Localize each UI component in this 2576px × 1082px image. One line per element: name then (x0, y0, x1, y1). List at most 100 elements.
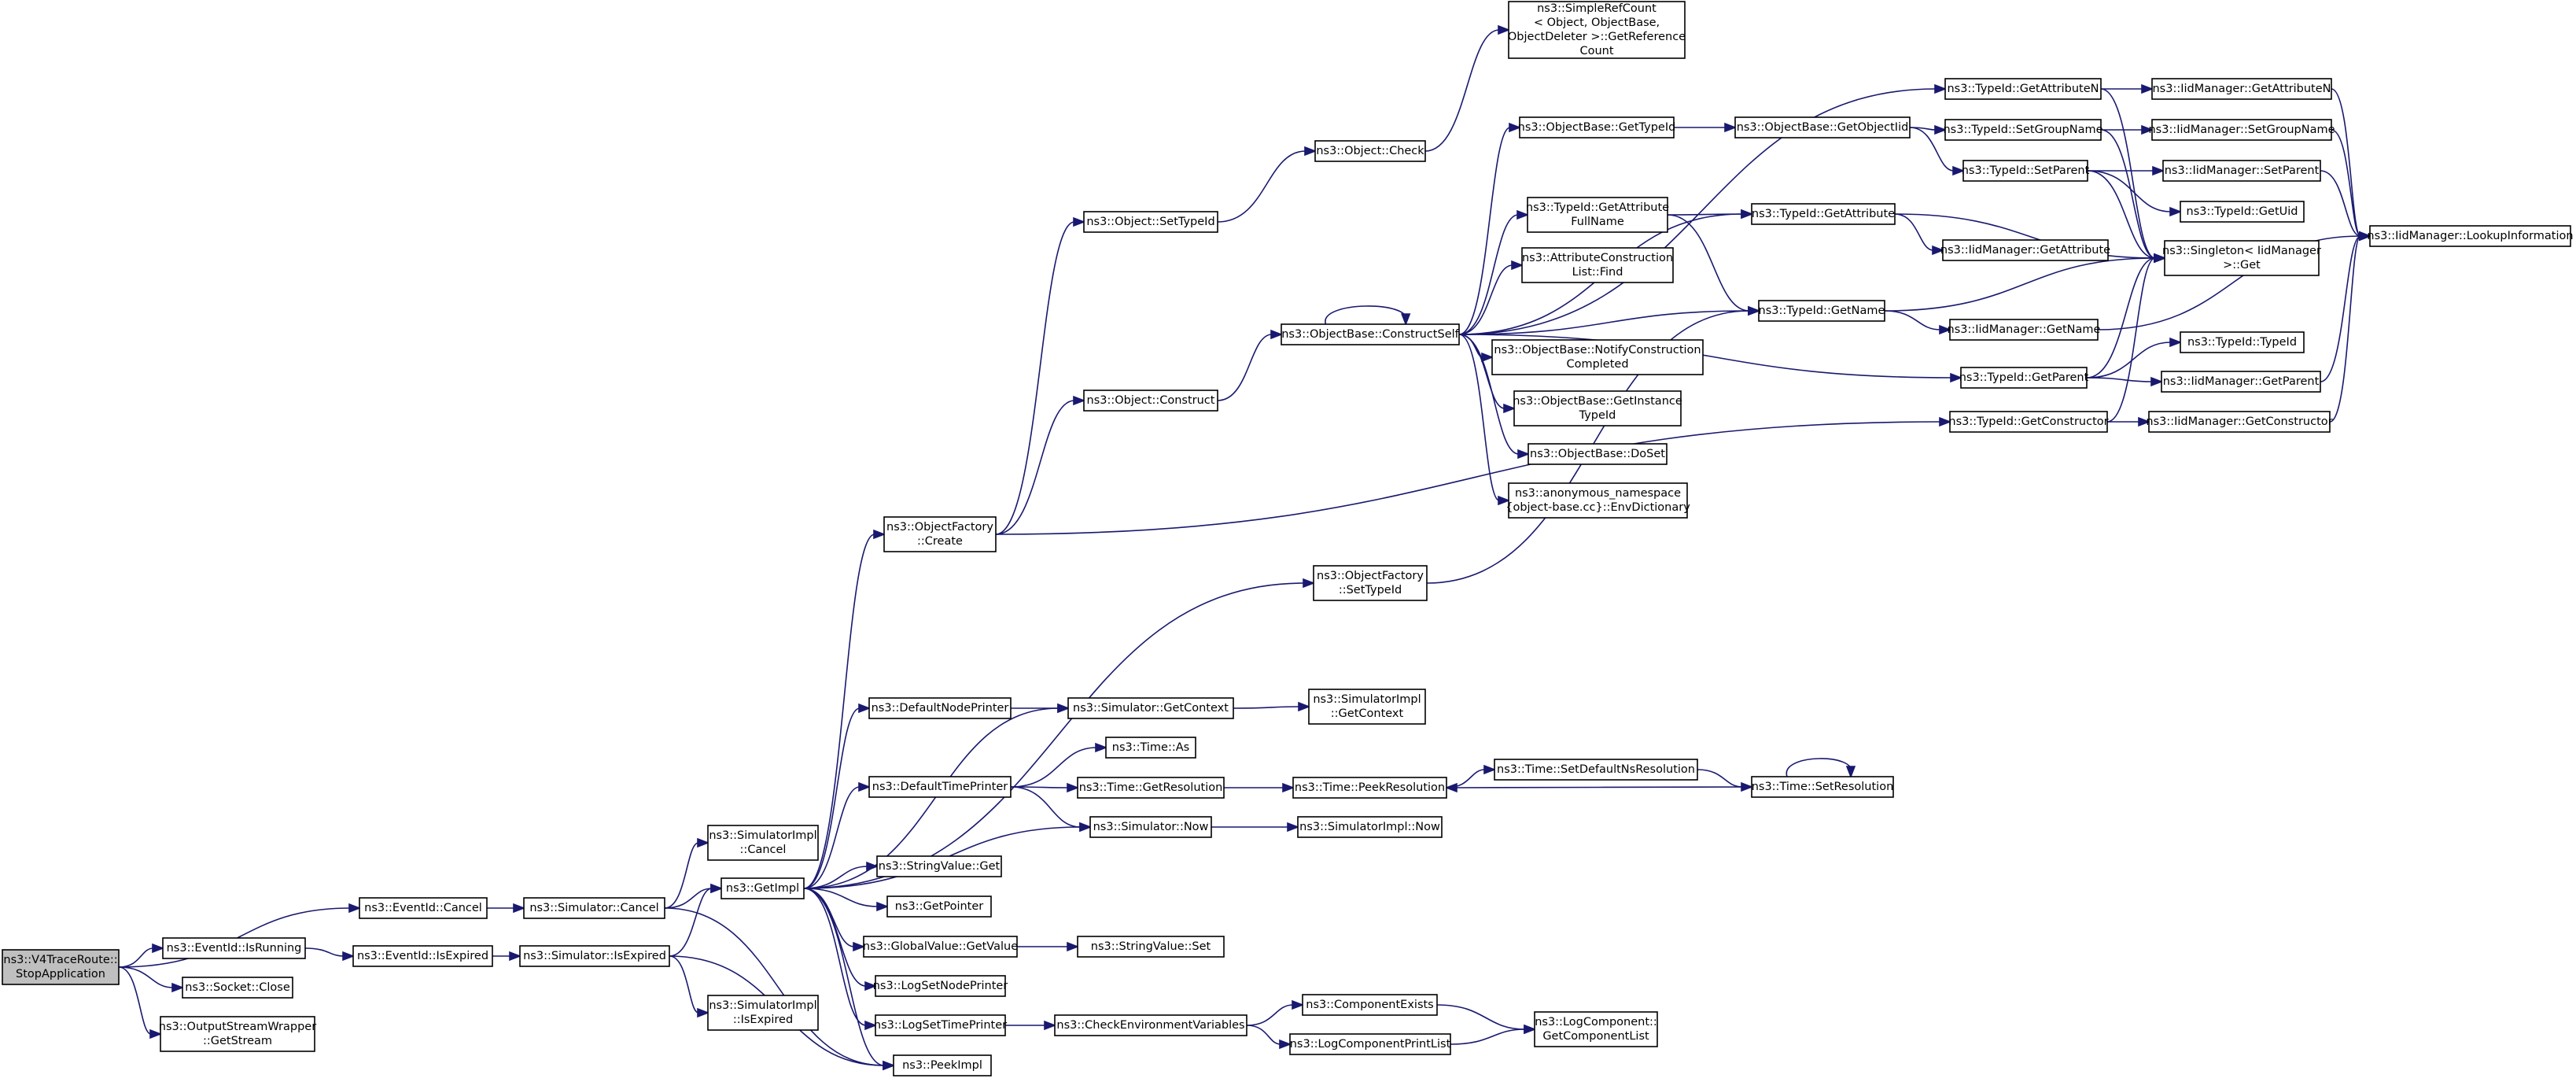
function-node-object_construct[interactable]: ns3::Object::Construct (1083, 390, 1218, 412)
function-node-iid_getattributen[interactable]: ns3::IidManager::GetAttributeN (2151, 78, 2332, 100)
function-node-getpointer[interactable]: ns3::GetPointer (886, 896, 992, 918)
call-edge-typeid_getattrfullname-to-typeid_getattribute (1667, 209, 1754, 220)
function-node-simimpl_isexpired[interactable]: ns3::SimulatorImpl::IsExpired (707, 995, 819, 1031)
edge-line (664, 888, 713, 909)
node-box (2161, 371, 2321, 393)
function-node-objbase_constructself[interactable]: ns3::ObjectBase::ConstructSelf (1281, 323, 1460, 345)
edge-line (2087, 170, 2156, 259)
function-node-typeid_getparent[interactable]: ns3::TypeId::GetParent (1959, 367, 2089, 389)
function-node-objfactory_settypeid[interactable]: ns3::ObjectFactory::SetTypeId (1313, 565, 1428, 601)
node-box (1527, 197, 1668, 233)
function-node-root[interactable]: ns3::V4TraceRoute::StopApplication (2, 949, 120, 985)
edge-line (2320, 235, 2361, 382)
arrow-head-icon (1516, 209, 1530, 220)
function-node-logcomponent_printlist[interactable]: ns3::LogComponentPrintList (1289, 1033, 1451, 1055)
call-edge-objbase_constructself-to-objbase_gettypeid (1458, 122, 1522, 335)
function-node-logsettimeprinter[interactable]: ns3::LogSetTimePrinter (874, 1014, 1007, 1036)
node-label-line: GetComponentList (1542, 1030, 1649, 1043)
function-node-typeid_typeid[interactable]: ns3::TypeId::TypeId (2180, 331, 2305, 353)
function-node-time_setresolution[interactable]: ns3::Time::SetResolution (1751, 776, 1894, 798)
function-node-time_setdefaultns[interactable]: ns3::Time::SetDefaultNsResolution (1494, 759, 1698, 781)
function-node-objbase_gettypeid[interactable]: ns3::ObjectBase::GetTypeId (1518, 116, 1676, 138)
function-node-typeid_setgroupname[interactable]: ns3::TypeId::SetGroupName (1943, 119, 2103, 141)
edge-line (803, 707, 1060, 889)
function-node-typeid_getattribute[interactable]: ns3::TypeId::GetAttribute (1751, 203, 1896, 225)
function-node-typeid_getconstructor[interactable]: ns3::TypeId::GetConstructor (1948, 411, 2109, 433)
edge-line (2320, 170, 2361, 237)
function-node-objbase_notifyconstruction[interactable]: ns3::ObjectBase::NotifyConstructionCompl… (1491, 339, 1704, 375)
function-node-objfactory_create[interactable]: ns3::ObjectFactory::Create (883, 516, 997, 552)
function-node-globalvalue_getvalue[interactable]: ns3::GlobalValue::GetValue (863, 936, 1018, 958)
function-node-objbase_doset[interactable]: ns3::ObjectBase::DoSet (1528, 443, 1668, 465)
function-node-logsetnodeprinter[interactable]: ns3::LogSetNodePrinter (873, 975, 1008, 997)
function-node-singleton_get[interactable]: ns3::Singleton< IidManager >::Get (2162, 240, 2321, 276)
function-node-sim_now[interactable]: ns3::Simulator::Now (1089, 816, 1212, 838)
arrow-head-icon (1270, 329, 1284, 340)
function-node-sim_getcontext[interactable]: ns3::Simulator::GetContext (1067, 697, 1234, 719)
function-node-default_node_printer[interactable]: ns3::DefaultNodePrinter (868, 697, 1012, 719)
node-box (1751, 776, 1894, 798)
function-node-typeid_setparent[interactable]: ns3::TypeId::SetParent (1962, 160, 2090, 182)
node-box (1054, 1014, 1247, 1036)
edge-line (118, 947, 154, 968)
function-node-ev_isrunning[interactable]: ns3::EventId::IsRunning (162, 937, 306, 959)
edge-line (803, 888, 885, 1066)
node-box (893, 1054, 992, 1076)
function-node-sim_isexpired[interactable]: ns3::Simulator::IsExpired (519, 945, 670, 967)
function-node-iid_setparent[interactable]: ns3::IidManager::SetParent (2162, 160, 2321, 182)
function-node-default_time_printer[interactable]: ns3::DefaultTimePrinter (868, 776, 1012, 798)
node-box (863, 936, 1018, 958)
node-box (876, 855, 1002, 877)
node-label-line: ns3::LogComponent:: (1535, 1016, 1657, 1028)
function-node-check_env[interactable]: ns3::CheckEnvironmentVariables (1054, 1014, 1247, 1036)
function-node-object_settypeid[interactable]: ns3::Object::SetTypeId (1083, 211, 1218, 233)
function-node-ev_cancel[interactable]: ns3::EventId::Cancel (359, 897, 488, 919)
function-node-iid_getattribute[interactable]: ns3::IidManager::GetAttribute (1940, 239, 2110, 261)
node-label-line: ns3::Time::SetResolution (1752, 781, 1894, 793)
function-node-time_peekresolution[interactable]: ns3::Time::PeekResolution (1292, 777, 1447, 799)
function-node-iid_getname[interactable]: ns3::IidManager::GetName (1948, 319, 2101, 341)
function-node-iid_getconstructor[interactable]: ns3::IidManager::GetConstructor (2146, 411, 2333, 433)
node-label-line: >::Get (2223, 259, 2261, 271)
function-node-logcomponent_getcomponentlist[interactable]: ns3::LogComponent::GetComponentList (1534, 1011, 1658, 1047)
function-node-socket_close[interactable]: ns3::Socket::Close (182, 977, 293, 999)
arrow-head-icon (1298, 701, 1311, 712)
function-node-typeid_getname[interactable]: ns3::TypeId::GetName (1758, 300, 1885, 322)
edge-line (1458, 334, 1500, 501)
call-edge-typeid_getname-to-singleton_get (1884, 253, 2167, 312)
edge-line (803, 582, 1305, 889)
function-node-stringvalue_get[interactable]: ns3::StringValue::Get (876, 855, 1002, 877)
function-node-iid_lookupinformation[interactable]: ns3::IidManager::LookupInformation (2367, 225, 2574, 247)
function-node-simimpl_now[interactable]: ns3::SimulatorImpl::Now (1297, 816, 1443, 838)
call-edge-getimpl-to-globalvalue_getvalue (803, 888, 866, 952)
edge-line (118, 966, 152, 1035)
function-node-ev_isexpired[interactable]: ns3::EventId::IsExpired (352, 945, 493, 967)
function-node-time_getresolution[interactable]: ns3::Time::GetResolution (1077, 777, 1225, 799)
node-box (883, 516, 997, 552)
function-node-sim_cancel[interactable]: ns3::Simulator::Cancel (523, 897, 665, 919)
function-node-objbase_getobjectiid[interactable]: ns3::ObjectBase::GetObjectIid (1734, 116, 1911, 138)
function-node-getimpl[interactable]: ns3::GetImpl (720, 877, 805, 899)
function-node-typeid_getuid[interactable]: ns3::TypeId::GetUid (2180, 201, 2305, 223)
function-node-osw_getstream[interactable]: ns3::OutputStreamWrapper::GetStream (159, 1016, 316, 1052)
function-node-iid_setgroupname[interactable]: ns3::IidManager::SetGroupName (2148, 119, 2335, 141)
edge-line (995, 221, 1075, 535)
function-node-simplerefcount[interactable]: ns3::SimpleRefCount< Object, ObjectBase,… (1508, 1, 1686, 59)
function-node-simimpl_getcontext[interactable]: ns3::SimulatorImpl::GetContext (1308, 689, 1426, 725)
function-node-typeid_getattributen[interactable]: ns3::TypeId::GetAttributeN (1944, 78, 2102, 100)
node-label-line: ObjectDeleter >::GetReference (1508, 31, 1686, 43)
function-node-peekimpl[interactable]: ns3::PeekImpl (893, 1054, 992, 1076)
function-node-stringvalue_set[interactable]: ns3::StringValue::Set (1077, 936, 1225, 958)
call-edge-typeid_setgroupname-to-singleton_get (2100, 129, 2167, 264)
function-node-simimpl_cancel[interactable]: ns3::SimulatorImpl::Cancel (707, 825, 819, 861)
function-node-iid_getparent[interactable]: ns3::IidManager::GetParent (2161, 371, 2321, 393)
call-edge-object_construct-to-objbase_constructself (1217, 329, 1284, 401)
function-node-component_exists[interactable]: ns3::ComponentExists (1302, 994, 1438, 1016)
function-node-time_as[interactable]: ns3::Time::As (1105, 737, 1196, 759)
function-node-object_check[interactable]: ns3::Object::Check (1314, 140, 1426, 162)
call-edge-globalvalue_getvalue-to-stringvalue_set (1017, 941, 1080, 952)
function-node-anon_envdictionary[interactable]: ns3::anonymous_namespace{object-base.cc}… (1505, 482, 1690, 519)
